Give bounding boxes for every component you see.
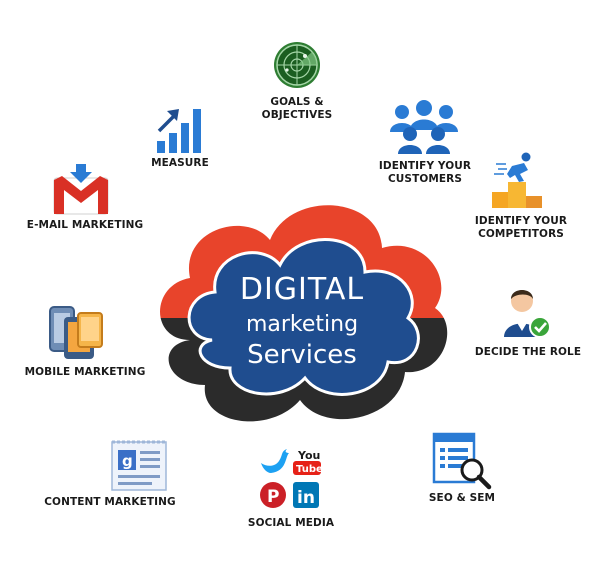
seo-document-magnifier-icon: [432, 432, 492, 490]
label-customers-line2: CUSTOMERS: [387, 173, 463, 185]
social-media-icons: You Tube P in: [260, 449, 323, 508]
svg-text:g: g: [122, 452, 133, 470]
label-email: E-MAIL MARKETING: [26, 219, 144, 231]
label-customers-line1: IDENTIFY YOUR: [378, 160, 472, 172]
cloud-title-digital: DIGITAL: [239, 272, 365, 307]
linkedin-icon: in: [293, 482, 319, 508]
label-social: SOCIAL MEDIA: [247, 517, 335, 529]
youtube-top-text: You: [297, 449, 320, 462]
label-goals-line1: GOALS &: [270, 96, 324, 108]
content-document-icon: g: [111, 440, 167, 491]
radar-icon: [274, 42, 320, 88]
cloud-title-services: Services: [247, 340, 357, 370]
bar-chart-icon: [157, 109, 201, 153]
youtube-bottom-text: Tube: [296, 464, 323, 475]
pinterest-icon: P: [260, 482, 286, 508]
email-gmail-icon: [53, 164, 109, 215]
label-identify-customers: IDENTIFY YOUR CUSTOMERS: [370, 160, 480, 186]
cloud-title-marketing: marketing: [245, 312, 359, 337]
label-measure: MEASURE: [151, 157, 209, 169]
label-goals: GOALS & OBJECTIVES: [247, 96, 347, 122]
cloud: [160, 205, 448, 422]
youtube-icon: You Tube: [293, 449, 323, 475]
label-identify-competitors: IDENTIFY YOUR COMPETITORS: [466, 215, 576, 241]
pinterest-letter: P: [267, 487, 279, 507]
label-content: CONTENT MARKETING: [44, 496, 176, 508]
label-decide-role: DECIDE THE ROLE: [474, 346, 582, 358]
label-mobile: MOBILE MARKETING: [24, 366, 146, 378]
label-goals-line2: OBJECTIVES: [261, 109, 333, 121]
runner-podium-icon: [492, 152, 542, 208]
people-group-icon: [390, 100, 458, 154]
person-check-icon: [504, 290, 551, 338]
mobile-devices-icon: [49, 306, 103, 359]
label-competitors-line1: IDENTIFY YOUR: [474, 215, 568, 227]
label-seo: SEO & SEM: [428, 492, 496, 504]
linkedin-letters: in: [297, 488, 315, 508]
twitter-icon: [261, 449, 289, 473]
label-competitors-line2: COMPETITORS: [478, 228, 564, 240]
